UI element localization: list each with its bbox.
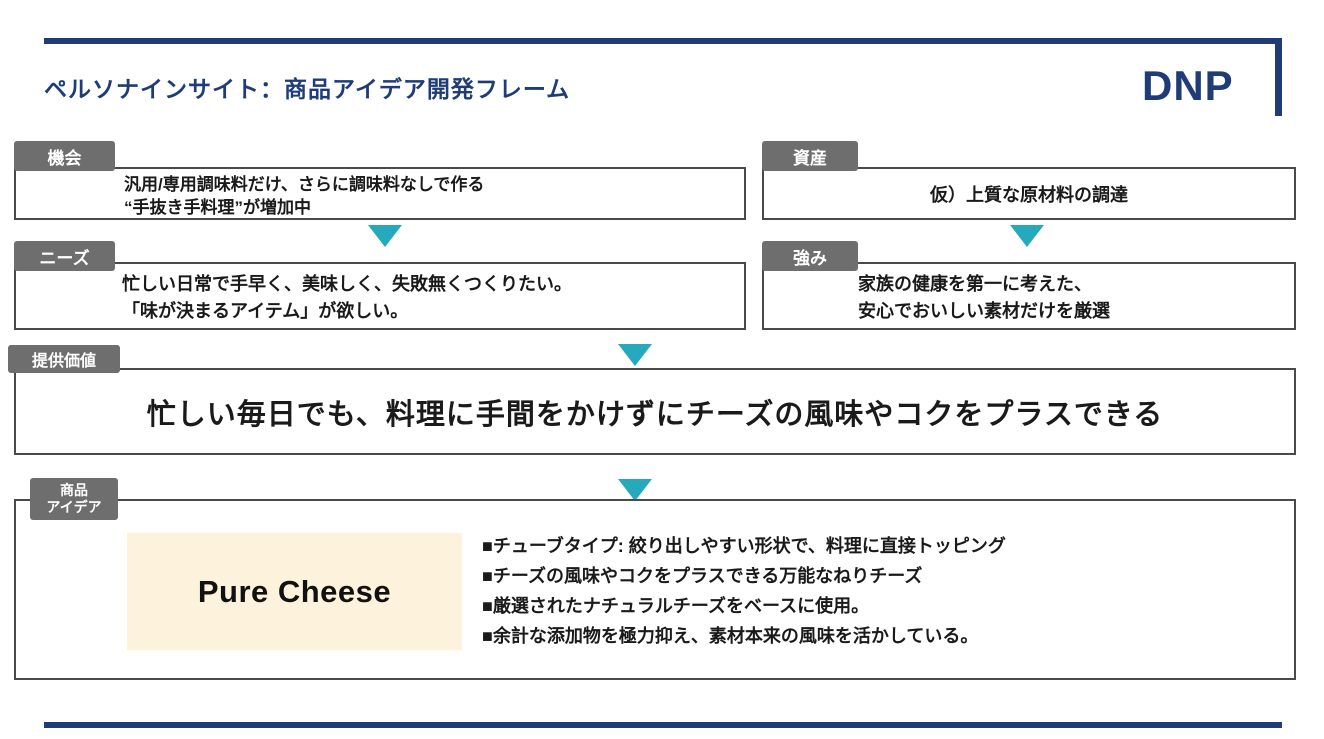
opportunity-text: 汎用/専用調味料だけ、さらに調味料なしで作る “手抜き手料理”が増加中: [16, 169, 744, 219]
down-arrow-icon: [368, 225, 402, 247]
down-arrow-icon: [618, 344, 652, 366]
assets-box: 仮）上質な原材料の調達: [762, 167, 1296, 220]
product-bullet: ■チューブタイプ: 絞り出しやすい形状で、料理に直接トッピング: [482, 536, 1006, 556]
product-bullet: ■余計な添加物を極力抑え、素材本来の風味を活かしている。: [482, 626, 979, 646]
page-title: ペルソナインサイト：商品アイデア開発フレーム: [44, 76, 571, 102]
down-arrow-icon: [1010, 225, 1044, 247]
top-rule: [44, 38, 1282, 44]
label-value: 提供価値: [8, 345, 120, 373]
needs-box: 忙しい日常で手早く、美味しく、失敗無くつくりたい。 「味が決まるアイテム」が欲し…: [14, 262, 746, 330]
label-needs: ニーズ: [14, 241, 115, 271]
product-bullet: ■厳選されたナチュラルチーズをベースに使用。: [482, 596, 870, 616]
product-name-card: Pure Cheese: [127, 533, 462, 650]
strengths-line-1: 家族の健康を第一に考えた、: [858, 274, 1092, 294]
product-bullet-list: ■チューブタイプ: 絞り出しやすい形状で、料理に直接トッピング ■チーズの風味や…: [482, 531, 1006, 651]
label-product-idea-line-2: アイデア: [46, 499, 102, 515]
bottom-rule: [44, 722, 1282, 728]
top-rule-bracket: [1275, 38, 1282, 116]
needs-line-1: 忙しい日常で手早く、美味しく、失敗無くつくりたい。: [122, 274, 572, 294]
value-box: 忙しい毎日でも、料理に手間をかけずにチーズの風味やコクをプラスできる: [14, 368, 1296, 455]
needs-line-2: 「味が決まるアイテム」が欲しい。: [122, 301, 409, 321]
opportunity-line-1: 汎用/専用調味料だけ、さらに調味料なしで作る: [124, 175, 485, 194]
strengths-line-2: 安心でおいしい素材だけを厳選: [858, 301, 1110, 321]
dnp-logo: DNP: [1142, 62, 1234, 109]
label-product-idea-line-1: 商品: [60, 482, 88, 498]
value-text: 忙しい毎日でも、料理に手間をかけずにチーズの風味やコクをプラスできる: [146, 398, 1164, 431]
label-product-idea: 商品 アイデア: [30, 478, 118, 520]
needs-text: 忙しい日常で手早く、美味しく、失敗無くつくりたい。 「味が決まるアイテム」が欲し…: [16, 264, 744, 325]
assets-text: 仮）上質な原材料の調達: [930, 184, 1128, 205]
opportunity-box: 汎用/専用調味料だけ、さらに調味料なしで作る “手抜き手料理”が増加中: [14, 167, 746, 220]
strengths-box: 家族の健康を第一に考えた、 安心でおいしい素材だけを厳選: [762, 262, 1296, 330]
label-opportunity: 機会: [14, 141, 115, 171]
down-arrow-icon: [618, 479, 652, 501]
product-idea-box: Pure Cheese ■チューブタイプ: 絞り出しやすい形状で、料理に直接トッ…: [14, 499, 1296, 680]
label-strengths: 強み: [762, 241, 858, 271]
opportunity-line-2: “手抜き手料理”が増加中: [124, 198, 311, 217]
product-name: Pure Cheese: [197, 573, 392, 609]
product-bullet: ■チーズの風味やコクをプラスできる万能なねりチーズ: [482, 566, 923, 586]
strengths-text: 家族の健康を第一に考えた、 安心でおいしい素材だけを厳選: [764, 264, 1294, 325]
label-assets: 資産: [762, 141, 858, 171]
